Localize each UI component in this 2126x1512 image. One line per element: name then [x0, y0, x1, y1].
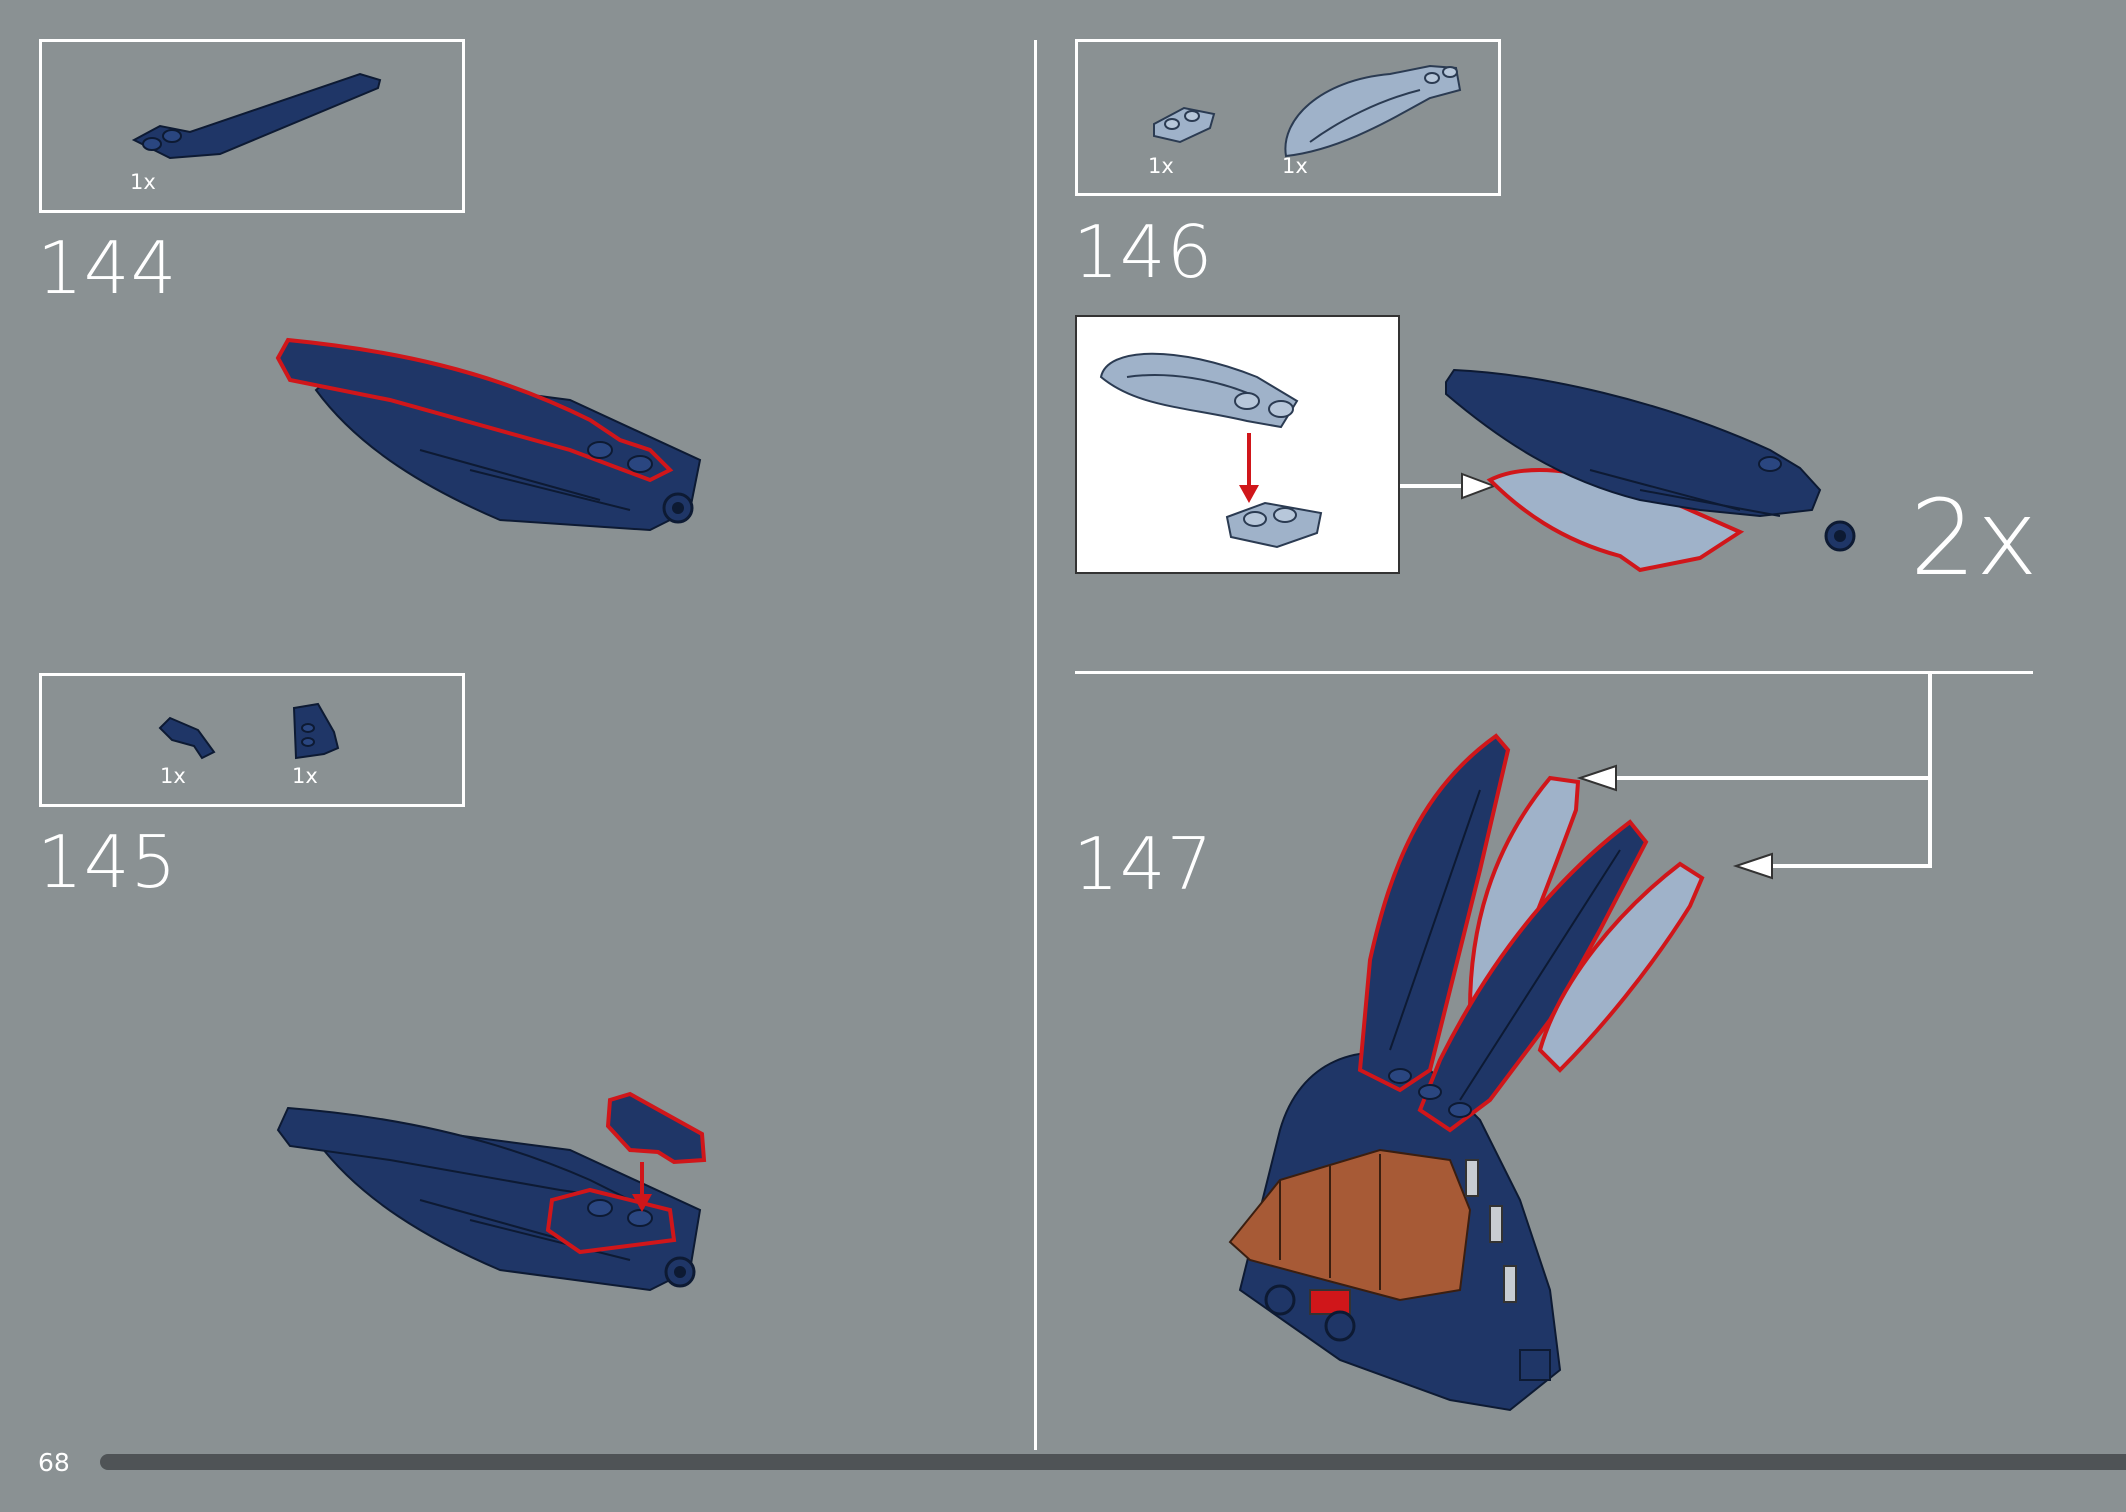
- part-qty: 1x: [1148, 154, 1174, 178]
- subassembly-callout: [1075, 315, 1400, 574]
- parts-box-step-145: 1x 1x: [39, 673, 465, 807]
- step-number-146: 146: [1073, 210, 1214, 294]
- step-divider-horizontal: [1075, 671, 2033, 674]
- part-qty: 1x: [130, 170, 156, 194]
- plate-sand-blue-icon: [1153, 106, 1216, 144]
- wing-assembly-step-146: [1445, 368, 1856, 573]
- step-number-145: 145: [37, 820, 178, 904]
- page-divider-vertical: [1034, 40, 1037, 1450]
- part-qty: 1x: [160, 764, 186, 788]
- wedge-slope-dark-blue-icon: [158, 716, 216, 760]
- leaf-subassembly-icon: [1099, 352, 1323, 549]
- callout-arrow-icon: [1400, 472, 1497, 500]
- part-qty: 1x: [292, 764, 318, 788]
- step-number-144: 144: [37, 226, 178, 310]
- step-number-147: 147: [1073, 822, 1214, 906]
- parts-box-step-144: 1x: [39, 39, 465, 213]
- curved-slope-dark-blue-icon: [131, 72, 382, 160]
- wing-assembly-step-144: [275, 337, 702, 532]
- placement-arrows-icon: [1576, 672, 1932, 880]
- wing-assembly-step-145: [276, 1091, 707, 1292]
- leaf-sand-blue-icon: [1284, 64, 1462, 158]
- parts-box-step-146: 1x 1x: [1075, 39, 1501, 196]
- part-qty: 1x: [1282, 154, 1308, 178]
- bird-assembly-step-147: [1228, 733, 1705, 1412]
- page-number: 68: [38, 1448, 70, 1477]
- page-progress-bar: [100, 1454, 2126, 1470]
- wedge-plate-dark-blue-icon: [292, 702, 340, 760]
- multiplier-label: 2x: [1910, 477, 2038, 599]
